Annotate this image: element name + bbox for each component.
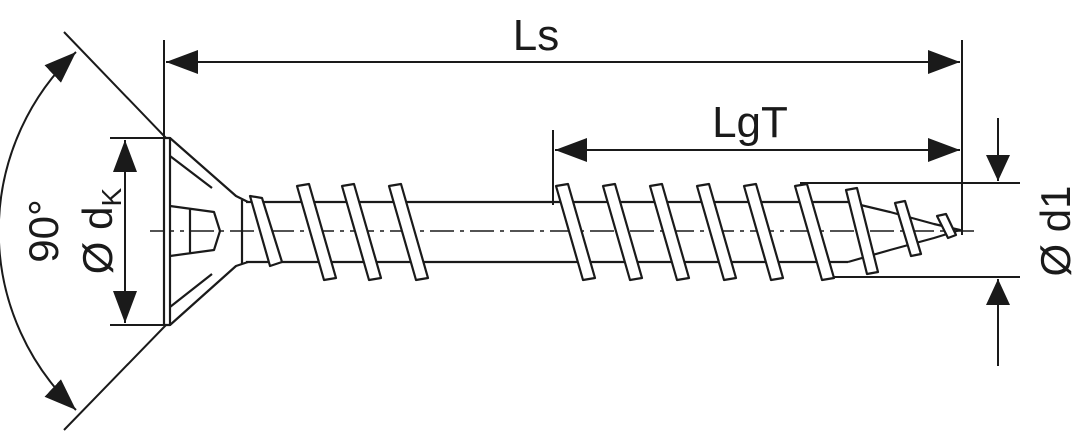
head-diameter-label: Ø dK	[74, 187, 127, 274]
screw-head-inner-cone	[169, 155, 213, 308]
thread-crests	[295, 182, 958, 282]
head-angle-arc	[0, 51, 77, 411]
screw-head-cone	[169, 137, 249, 326]
head-diameter-symbol: Ø d	[74, 206, 121, 274]
head-angle-label: 90°	[20, 199, 67, 263]
overall-length-label: Ls	[513, 11, 559, 60]
screw-drive-recess	[169, 204, 222, 258]
screw-tip	[847, 200, 962, 264]
thread-length-label: LgT	[712, 98, 788, 147]
head-diameter-subscript: K	[96, 187, 127, 206]
thread-diameter-label: Ø d1	[1032, 185, 1079, 276]
screw-head-face	[162, 136, 172, 327]
dimension-lines	[0, 50, 1010, 411]
